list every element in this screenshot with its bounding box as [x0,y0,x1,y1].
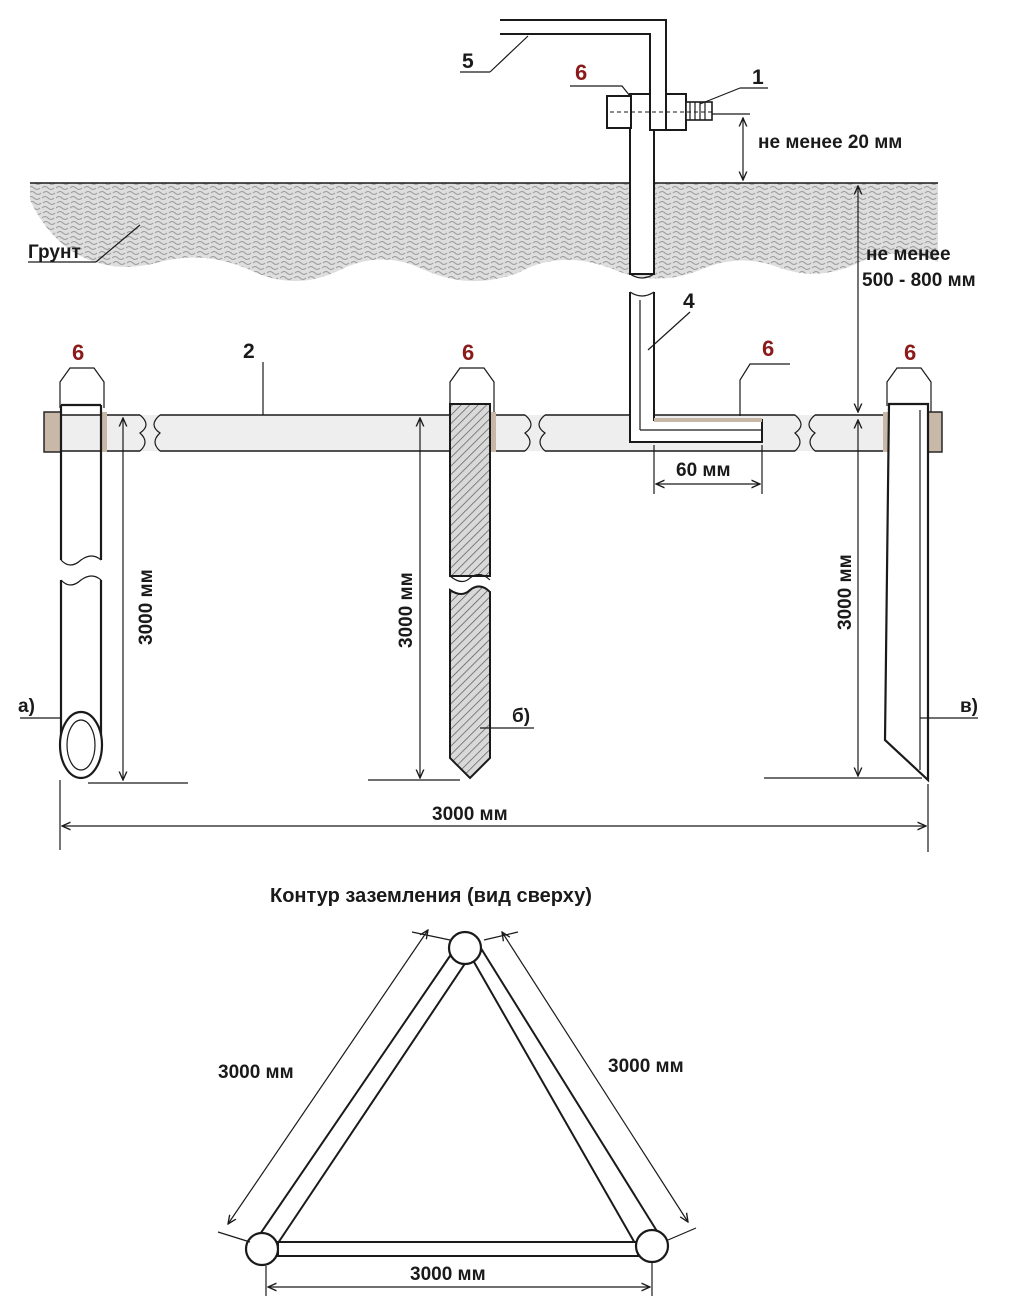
electrode-v-angle: в) [883,402,978,783]
part-1-label: 1 [752,66,764,89]
min-depth-line1: не менее [866,244,951,265]
dimensions: не менее 20 мм не менее 500 - 800 мм 60 … [59,113,976,852]
part-2-label: 2 [243,340,255,363]
dim-3000-v: 3000 мм [835,554,856,630]
weld-strip [654,418,762,422]
weld-label-b: 6 [462,340,474,365]
min-20-label: не менее 20 мм [758,132,902,153]
top-electrode-apex [447,930,483,966]
weld-label-a: 6 [72,340,84,365]
dim-3000-b: 3000 мм [396,572,417,648]
top-electrode-left [244,1231,280,1267]
soil-layer: Грунт [28,182,938,282]
weld-a-right [101,412,107,452]
part-4-label: 4 [683,290,695,313]
top-view: Контур заземления (вид сверху) 3000 мм 3… [217,885,697,1296]
min-depth-line2: 500 - 800 мм [862,270,976,291]
variant-v-label: в) [960,696,978,717]
electrode-a-pipe: а) [18,403,107,780]
weld-v-right [927,411,943,453]
part-5-label: 5 [462,50,474,73]
dim-60-label: 60 мм [676,460,731,481]
weld-v-left [883,412,889,452]
dim-3000-horizontal: 3000 мм [432,804,508,825]
variant-a-label: а) [18,696,35,717]
connection-strip: 4 5 1 [460,19,768,443]
top-dim-right: 3000 мм [608,1056,684,1077]
weld-label-strip: 6 [762,336,774,361]
weld-a-left [43,411,62,453]
weld-label-v: 6 [904,340,916,365]
top-dim-bottom: 3000 мм [410,1264,486,1285]
electrode-b-rod: б) [449,403,534,780]
weld-b-right [490,412,496,452]
weld-labels: 6 6 6 6 6 [59,60,932,416]
top-dim-left: 3000 мм [218,1062,294,1083]
top-electrode-right [634,1228,670,1264]
top-view-title: Контур заземления (вид сверху) [270,885,592,907]
variant-b-label: б) [512,706,530,727]
dim-3000-a: 3000 мм [136,569,157,645]
weld-label-bolt: 6 [575,60,587,85]
soil-label: Грунт [28,242,81,263]
